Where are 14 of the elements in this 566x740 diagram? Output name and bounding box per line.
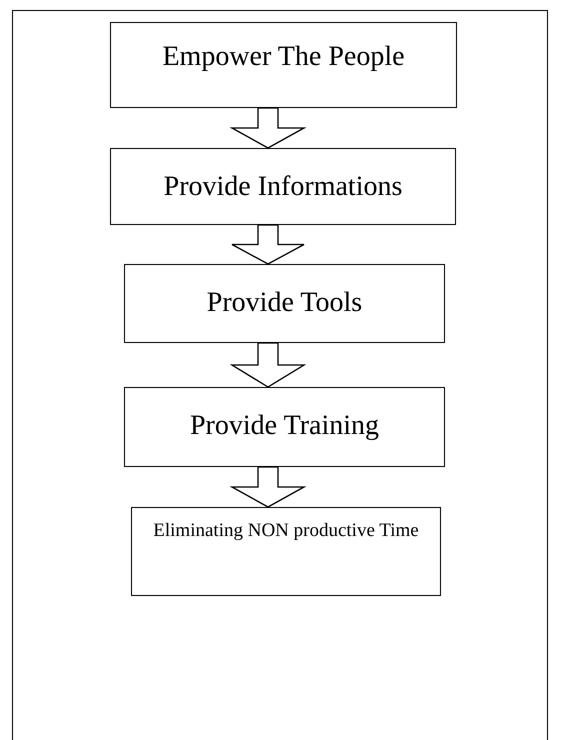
process-box [131, 507, 441, 596]
block-arrow [230, 466, 306, 508]
block-arrow [230, 107, 306, 149]
box-label: Provide Informations [164, 171, 402, 204]
box-label: Eliminating NON productive Time [153, 520, 419, 543]
process-box [124, 264, 445, 343]
box-label: Provide Training [190, 410, 380, 443]
box-label: Empower The People [162, 41, 405, 74]
block-arrow [230, 342, 306, 388]
process-box [110, 148, 456, 225]
process-box [110, 22, 457, 108]
box-label: Provide Tools [206, 287, 362, 320]
process-box [124, 387, 445, 467]
block-arrow [231, 224, 305, 265]
